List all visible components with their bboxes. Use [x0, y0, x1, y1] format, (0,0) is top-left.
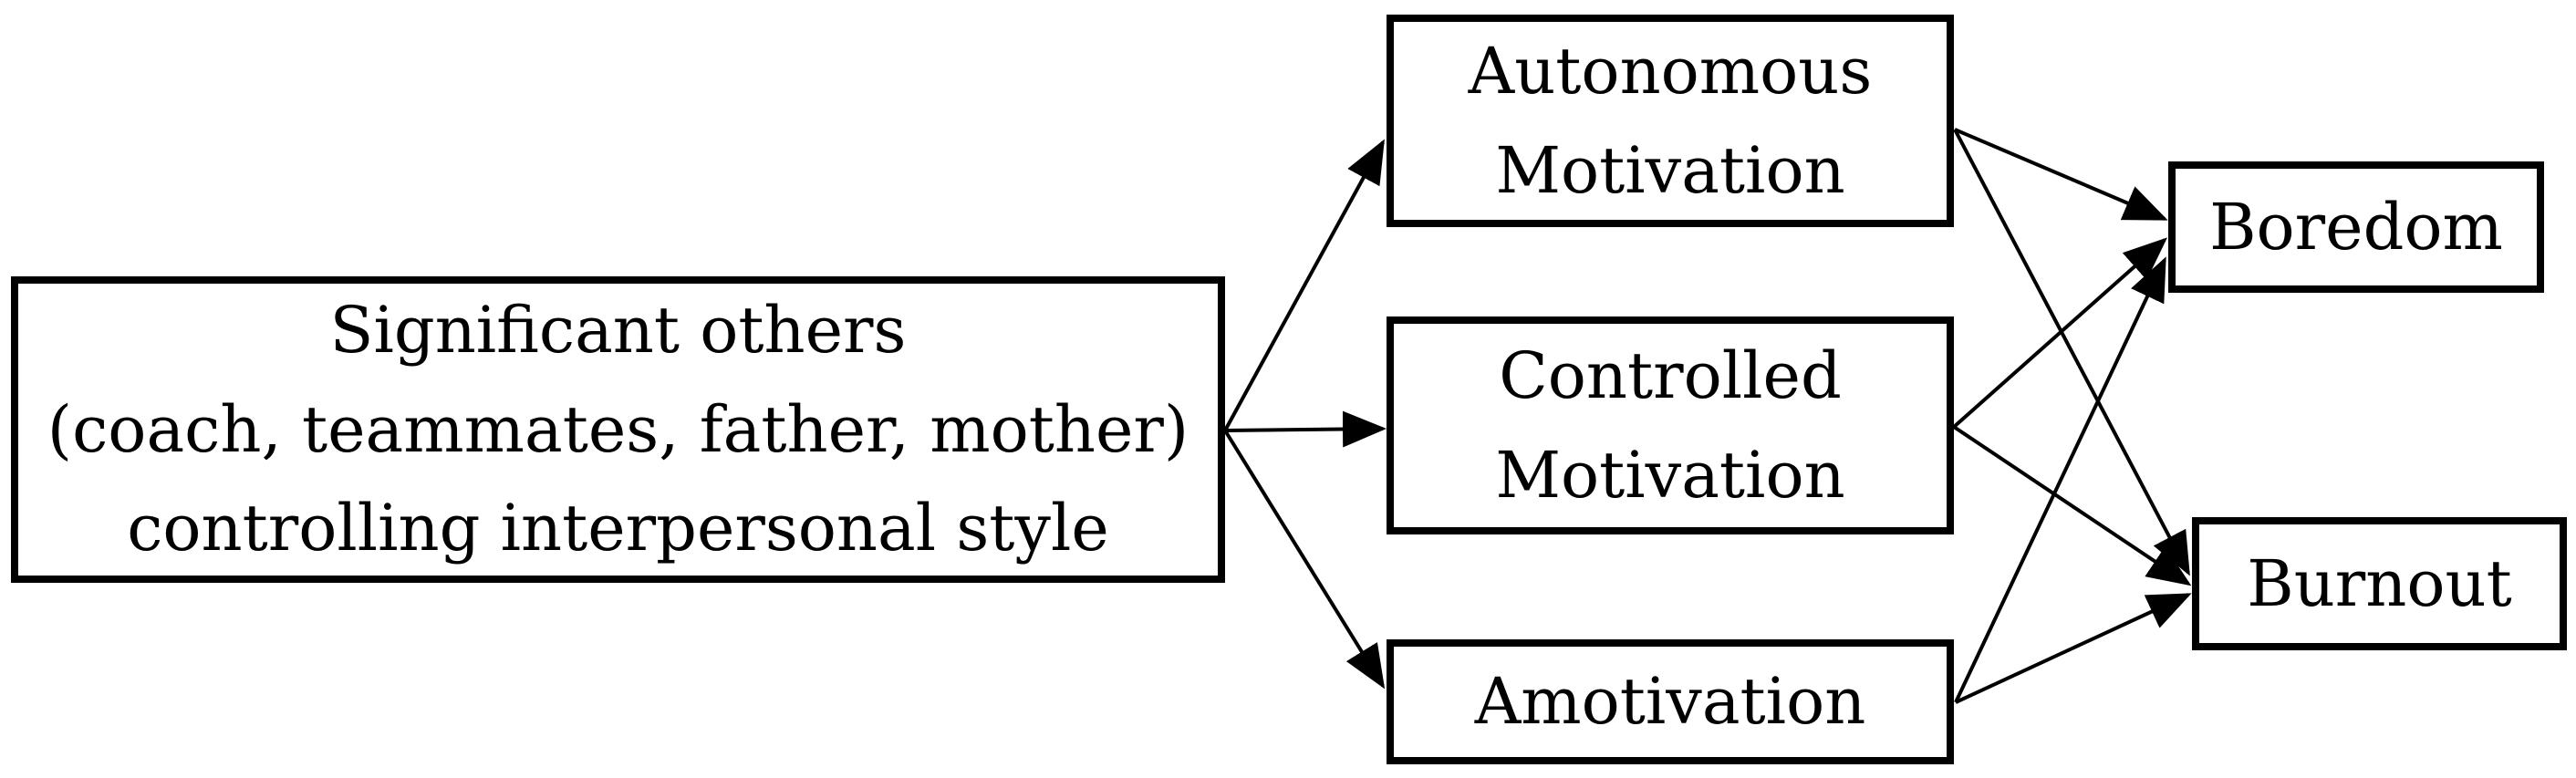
node-controlled-motivation: Controlled Motivation: [1387, 316, 1954, 534]
arrow-controlled-motivation-to-burnout: [1952, 425, 2192, 586]
node-controlled-motivation-label: Controlled Motivation: [1495, 338, 1845, 513]
node-significant-others: Significant others (coach, teammates, fa…: [11, 276, 1225, 583]
node-autonomous-motivation-label: Autonomous Motivation: [1468, 34, 1873, 208]
arrow-significant-others-to-autonomous-motivation: [1223, 139, 1385, 431]
node-amotivation: Amotivation: [1387, 639, 1954, 764]
node-autonomous-motivation: Autonomous Motivation: [1387, 15, 1954, 227]
arrow-amotivation-to-boredom: [1954, 256, 2166, 703]
node-amotivation-label: Amotivation: [1474, 664, 1866, 740]
node-significant-others-label: Significant others (coach, teammates, fa…: [47, 293, 1189, 566]
arrow-significant-others-to-amotivation: [1223, 429, 1386, 690]
arrow-significant-others-to-controlled-motivation: [1224, 410, 1387, 448]
node-boredom: Boredom: [2168, 161, 2544, 293]
arrow-controlled-motivation-to-boredom: [1952, 237, 2167, 429]
arrow-autonomous-motivation-to-burnout: [1953, 129, 2190, 576]
node-boredom-label: Boredom: [2209, 189, 2503, 265]
node-burnout: Burnout: [2192, 517, 2567, 650]
arrow-autonomous-motivation-to-boredom: [1954, 128, 2168, 221]
arrow-amotivation-to-burnout: [1955, 593, 2192, 704]
node-burnout-label: Burnout: [2247, 545, 2512, 621]
